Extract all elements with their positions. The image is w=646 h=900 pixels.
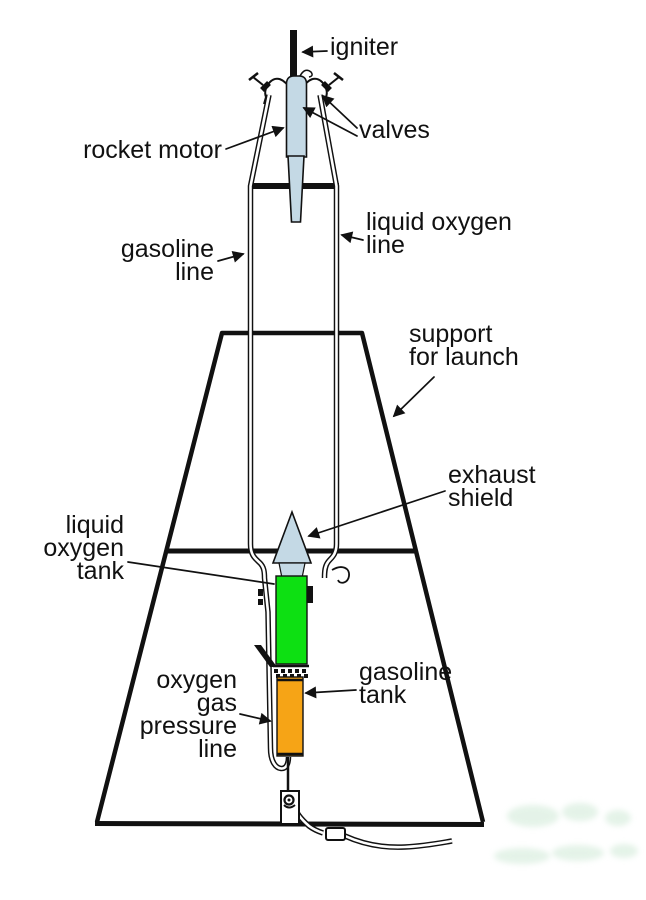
- fuel-line-pipes: [247, 94, 453, 850]
- rocket-motor-body: [285, 75, 308, 158]
- label-gasoline-tank: gasoline tank: [359, 658, 453, 709]
- label-liquid-oxygen-line: liquid oxygen line: [366, 208, 512, 259]
- base-post: [280, 790, 300, 825]
- label-igniter: igniter: [330, 33, 399, 61]
- liquid-oxygen-tank-body: [275, 575, 308, 665]
- label-valves: valves: [359, 116, 430, 144]
- exhaust-shield-cone: [271, 509, 313, 579]
- gasoline-tank-body: [276, 676, 304, 757]
- label-gasoline-line: gasoline line: [120, 235, 214, 286]
- label-rocket-motor: rocket motor: [83, 136, 222, 164]
- label-oxygen-gas-pressure-line: oxygen gas pressure line: [139, 666, 237, 763]
- label-support-for-launch: support for launch: [409, 320, 519, 371]
- igniter-rod: [290, 30, 313, 79]
- label-liquid-oxygen-tank: liquid oxygen tank: [43, 511, 124, 585]
- label-exhaust-shield: exhaust shield: [448, 461, 536, 512]
- motor-nozzle: [287, 155, 305, 223]
- watermark-artifact: [494, 803, 638, 864]
- cable-connector: [325, 827, 346, 841]
- tank-fittings: [254, 586, 313, 667]
- tank-flange: [273, 664, 309, 678]
- vent-pipe-hook: [331, 566, 350, 584]
- leader-lines: [127, 45, 446, 725]
